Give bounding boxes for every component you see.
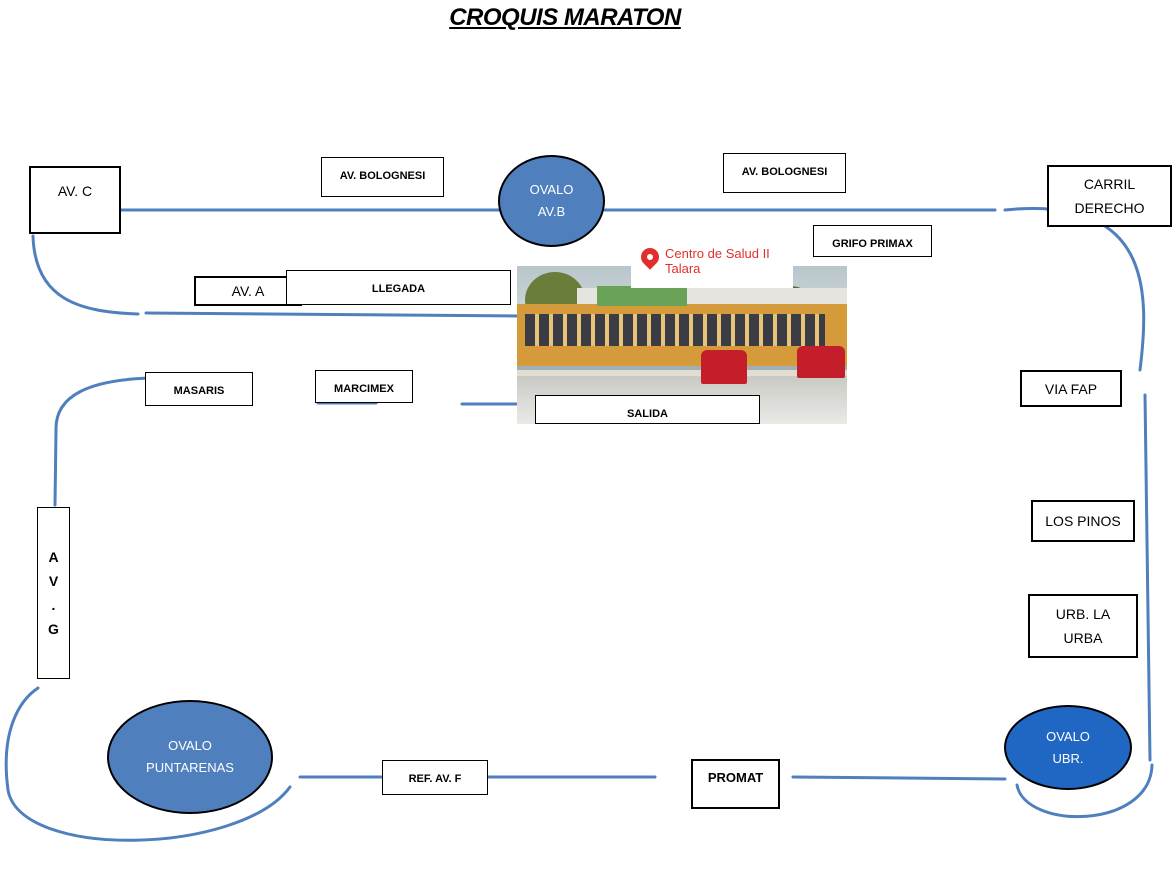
route-ovalo-ubr-curve: [1015, 763, 1154, 819]
label-ref-av-f: REF. AV. F: [382, 760, 488, 795]
route-promat-east: [791, 775, 1007, 781]
label-av-c: AV. C: [29, 166, 121, 234]
ovalo-puntarenas-text: OVALO PUNTARENAS: [146, 738, 234, 775]
label-av-a-text: AV. A: [231, 283, 265, 299]
photo-banner: [597, 286, 687, 306]
label-carril-derecho: CARRIL DERECHO: [1047, 165, 1172, 227]
label-av-g: A V . G: [37, 507, 70, 679]
label-promat: PROMAT: [691, 759, 780, 809]
route-via-fap: [1143, 393, 1152, 762]
route-av-g: [53, 376, 152, 507]
photo-mototaxi-1: [701, 350, 747, 384]
label-los-pinos-text: LOS PINOS: [1045, 513, 1121, 529]
label-via-fap-text: VIA FAP: [1044, 380, 1098, 397]
label-grifo-primax-text: GRIFO PRIMAX: [832, 238, 913, 250]
label-av-bolognesi-left: AV. BOLOGNESI: [321, 157, 444, 197]
label-ref-av-f-text: REF. AV. F: [408, 773, 462, 785]
label-av-c-text: AV. C: [57, 183, 93, 199]
route-av-c-curve: [31, 234, 140, 316]
photo-sidewalk: [517, 370, 847, 378]
label-av-bolognesi-right: AV. BOLOGNESI: [723, 153, 846, 193]
route-carril-derecho-curve: [1003, 206, 1146, 372]
label-av-bolognesi-left-text: AV. BOLOGNESI: [339, 170, 426, 182]
label-av-g-letter: V: [48, 573, 59, 589]
label-urb-la-urba-text: URB. LA URBA: [1055, 606, 1111, 646]
label-llegada: LLEGADA: [286, 270, 511, 305]
label-los-pinos: LOS PINOS: [1031, 500, 1135, 542]
route-puntarenas-curve: [4, 686, 292, 842]
label-salida: SALIDA: [535, 395, 760, 424]
label-av-a: AV. A: [194, 276, 302, 306]
label-via-fap: VIA FAP: [1020, 370, 1122, 407]
health-center-sign-text: Centro de Salud II Talara: [665, 246, 770, 276]
label-marcimex: MARCIMEX: [315, 370, 413, 403]
ovalo-av-b-text: OVALO AV.B: [529, 182, 574, 219]
route-llegada: [144, 311, 519, 318]
map-pin-icon: [637, 244, 663, 270]
label-masaris: MASARIS: [145, 372, 253, 406]
photo-windows: [525, 314, 825, 346]
photo-mototaxi-2: [797, 346, 845, 378]
label-salida-text: SALIDA: [627, 408, 668, 420]
ovalo-ubr-text: OVALO UBR.: [1046, 728, 1090, 766]
ovalo-ubr: OVALO UBR.: [1004, 705, 1132, 790]
label-av-g-letter: A: [48, 549, 59, 565]
label-marcimex-text: MARCIMEX: [334, 383, 394, 395]
label-av-g-letter: .: [51, 597, 56, 613]
label-masaris-text: MASARIS: [173, 385, 225, 397]
page-title: CROQUIS MARATON: [449, 4, 681, 31]
ovalo-puntarenas: OVALO PUNTARENAS: [107, 700, 273, 814]
label-grifo-primax: GRIFO PRIMAX: [813, 225, 932, 257]
label-carril-derecho-text: CARRIL DERECHO: [1074, 176, 1145, 216]
ovalo-av-b: OVALO AV.B: [498, 155, 605, 247]
health-center-sign: Centro de Salud II Talara: [631, 234, 793, 288]
label-av-bolognesi-right-text: AV. BOLOGNESI: [741, 166, 828, 178]
label-promat-text: PROMAT: [707, 770, 764, 785]
label-urb-la-urba: URB. LA URBA: [1028, 594, 1138, 658]
label-llegada-text: LLEGADA: [371, 283, 426, 295]
label-av-g-letter: G: [48, 621, 59, 637]
